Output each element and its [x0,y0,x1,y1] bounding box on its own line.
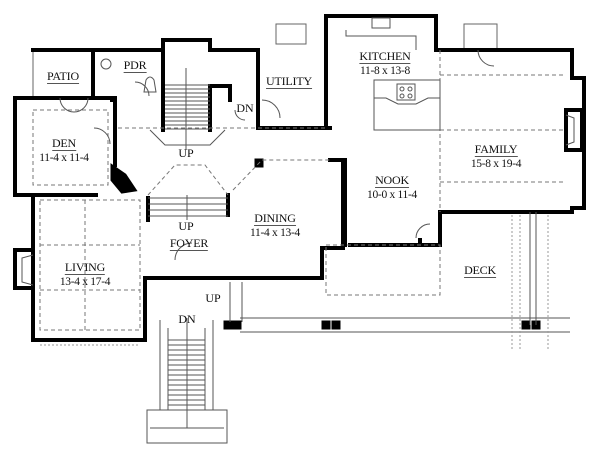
room-name: FAMILY [474,142,518,157]
room-dimensions: 13-4 x 17-4 [59,276,111,288]
entry-stair-down-label: DN [178,312,196,326]
room-dimensions: 10-0 x 11-4 [367,189,417,201]
main-stair-up-label: UP [178,146,194,160]
room-kitchen: KITCHEN 11-8 x 13-8 [359,48,411,78]
room-name: FOYER [169,236,209,251]
room-dimensions: 15-8 x 19-4 [470,158,522,170]
foyer-stair-up-label: UP [178,219,194,233]
room-dimensions: 11-4 x 13-4 [250,227,300,239]
room-name: DEN [51,136,77,151]
room-foyer: FOYER [169,235,209,251]
room-family: FAMILY 15-8 x 19-4 [470,141,522,171]
room-name: DECK [464,263,496,278]
room-name: UTILITY [266,74,312,89]
room-dimensions: 11-8 x 13-8 [360,65,410,77]
room-den: DEN 11-4 x 11-4 [39,135,89,165]
room-name: PDR [123,58,147,73]
room-name: PATIO [47,69,79,84]
room-name: LIVING [64,260,106,275]
room-name: NOOK [375,173,409,188]
room-pdr: PDR [123,57,147,73]
room-deck: DECK [464,262,496,278]
room-patio: PATIO [47,68,79,84]
porch-up-label: UP [205,291,221,305]
room-dining: DINING 11-4 x 13-4 [250,210,300,240]
room-nook: NOOK 10-0 x 11-4 [367,172,417,202]
utility-stair-down-label: DN [236,101,254,115]
room-dimensions: 11-4 x 11-4 [39,152,89,164]
room-name: KITCHEN [359,49,411,64]
room-name: DINING [254,211,296,226]
room-living: LIVING 13-4 x 17-4 [59,259,111,289]
room-utility: UTILITY [266,73,312,89]
